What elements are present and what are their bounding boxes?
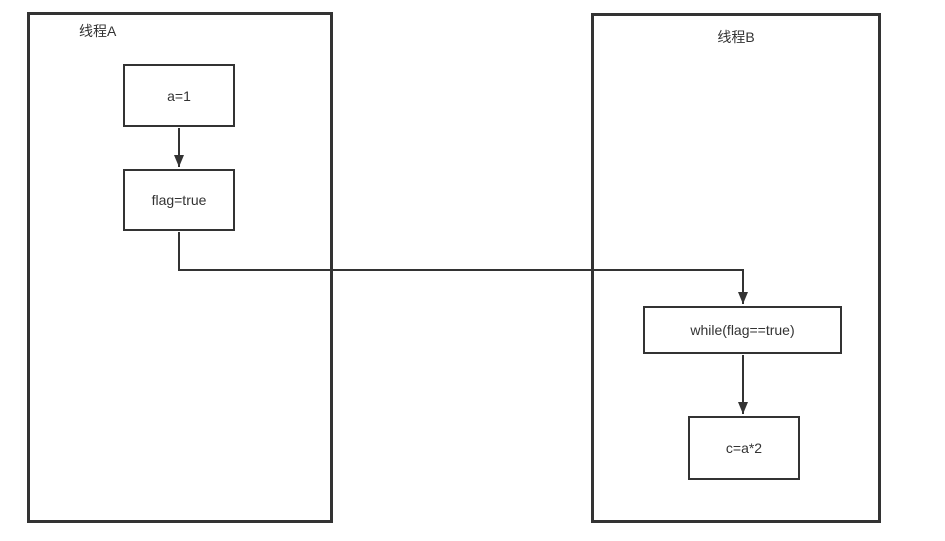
- node-while-loop: while(flag==true): [643, 306, 842, 354]
- node-c-assign: c=a*2: [688, 416, 800, 480]
- node-a-assign: a=1: [123, 64, 235, 127]
- thread-b-label: 线程B: [717, 29, 755, 45]
- thread-a-label: 线程A: [79, 23, 117, 39]
- node-flag-assign: flag=true: [123, 169, 235, 231]
